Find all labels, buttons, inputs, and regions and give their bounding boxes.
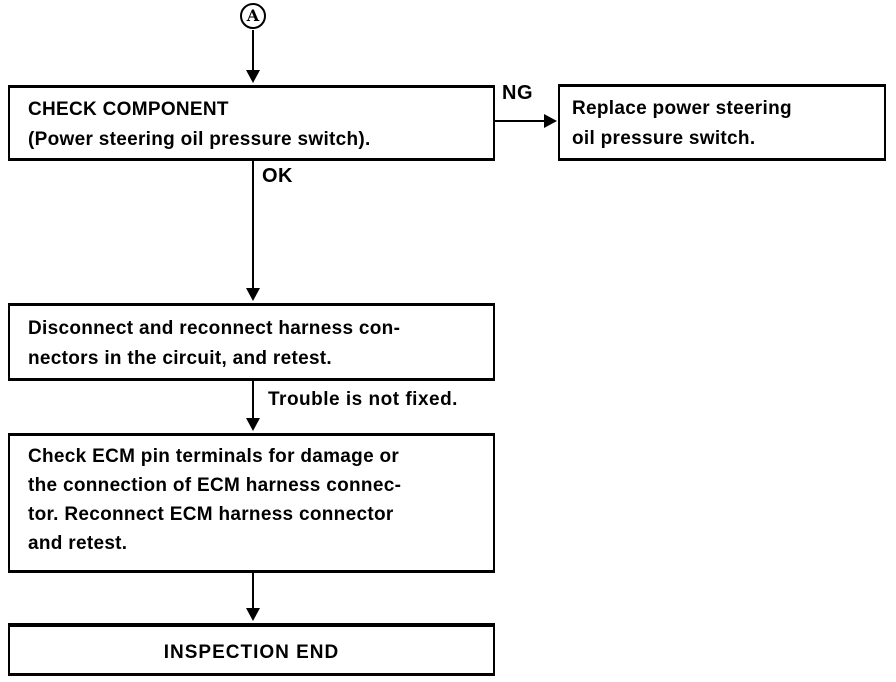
arrow-line-trouble bbox=[252, 381, 254, 419]
connector-a-badge: A bbox=[240, 3, 266, 29]
box-reconnect-harness-line2: nectors in the circuit, and retest. bbox=[28, 348, 333, 369]
box-check-component-line1: CHECK COMPONENT bbox=[28, 99, 229, 120]
box-check-ecm: Check ECM pin terminals for damage or th… bbox=[8, 433, 495, 573]
box-check-ecm-line3: tor. Reconnect ECM harness connector bbox=[28, 504, 394, 525]
label-trouble-not-fixed: Trouble is not fixed. bbox=[268, 389, 458, 410]
box-check-ecm-line2: the connection of ECM harness connec- bbox=[28, 475, 402, 496]
label-ng: NG bbox=[502, 82, 533, 104]
arrow-line-to-end bbox=[252, 573, 254, 610]
arrowhead-ok bbox=[246, 288, 260, 301]
box-inspection-end: INSPECTION END bbox=[8, 623, 495, 676]
label-ok: OK bbox=[262, 165, 293, 187]
arrowhead-ng bbox=[544, 114, 557, 128]
box-check-ecm-line4: and retest. bbox=[28, 533, 128, 554]
arrowhead-a-to-check bbox=[246, 70, 260, 83]
box-check-component-line2: (Power steering oil pressure switch). bbox=[28, 129, 371, 150]
box-replace-switch: Replace power steering oil pressure swit… bbox=[558, 84, 886, 161]
box-replace-switch-line1: Replace power steering bbox=[572, 98, 792, 119]
box-inspection-end-line1: INSPECTION END bbox=[163, 642, 340, 663]
box-reconnect-harness: Disconnect and reconnect harness con- ne… bbox=[8, 303, 495, 381]
arrowhead-to-end bbox=[246, 608, 260, 621]
arrowhead-trouble bbox=[246, 418, 260, 431]
box-check-ecm-line1: Check ECM pin terminals for damage or bbox=[28, 446, 400, 467]
box-reconnect-harness-line1: Disconnect and reconnect harness con- bbox=[28, 318, 401, 339]
arrow-line-a-to-check bbox=[252, 30, 254, 72]
box-replace-switch-line2: oil pressure switch. bbox=[572, 128, 756, 149]
box-check-component: CHECK COMPONENT (Power steering oil pres… bbox=[8, 85, 495, 161]
arrow-line-ng bbox=[495, 120, 545, 122]
arrow-line-ok bbox=[252, 161, 254, 289]
